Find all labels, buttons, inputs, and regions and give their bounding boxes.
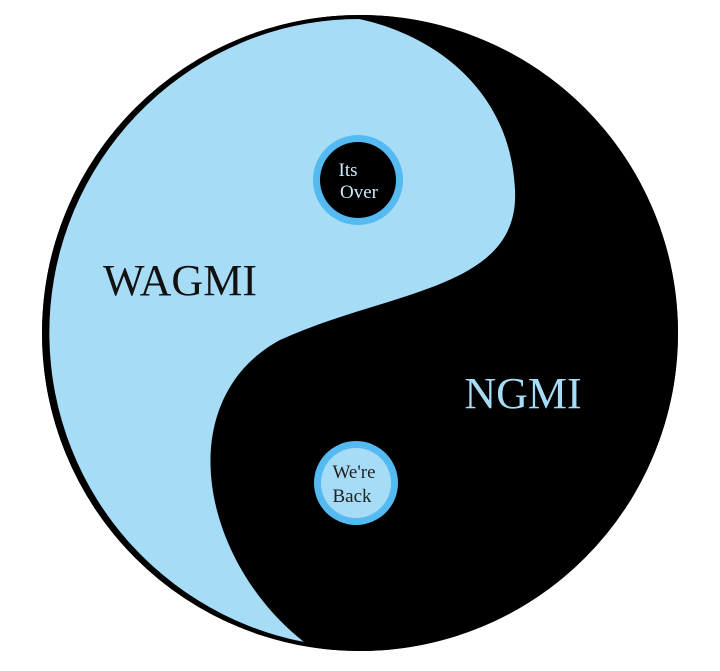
bottom-dot-line2: Back xyxy=(332,486,372,507)
dark-side-label: NGMI xyxy=(464,369,581,418)
bottom-dot: We're Back xyxy=(314,441,398,525)
bottom-dot-fill xyxy=(321,448,391,518)
outer-ring xyxy=(42,15,678,651)
top-dot-line2: Over xyxy=(340,182,379,203)
top-dot-line1: Its xyxy=(339,160,358,181)
light-side-label: WAGMI xyxy=(103,256,257,305)
top-dot: Its Over xyxy=(313,135,403,225)
bottom-dot-line1: We're xyxy=(332,462,375,483)
top-dot-fill xyxy=(320,142,396,218)
